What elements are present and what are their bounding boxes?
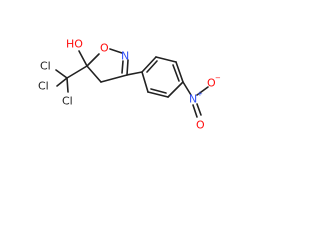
bond-c3-aryl <box>126 71 143 76</box>
bond-ar3-ar4 <box>175 61 184 83</box>
nitro-nitrogen-charge: + <box>197 90 203 98</box>
bond-ar3-ar4-inner <box>172 64 180 82</box>
bond-o1-n2 <box>109 48 123 54</box>
structure-diagram: O N HO Cl Cl Cl N + O − O <box>0 0 234 142</box>
nitro-oxygen-single-label: O <box>207 77 216 90</box>
bond-n2-c3-double <box>121 60 124 74</box>
nitro-nitrogen-label: N <box>189 93 197 106</box>
ring-oxygen-label: O <box>100 42 109 55</box>
bond-c5-oh <box>78 50 88 67</box>
bond-n-o-double-a <box>192 104 198 118</box>
chlorine-label-3: Cl <box>62 95 73 108</box>
bond-ar1-ar2-inner <box>146 60 158 73</box>
molecule-drawing: O N HO Cl Cl Cl N + O − O <box>38 38 221 132</box>
bond-ar1-ar2 <box>141 56 157 73</box>
hydroxyl-label: HO <box>66 38 83 51</box>
bond-c5-o1 <box>86 53 100 67</box>
bond-c5-ccl3 <box>66 65 88 79</box>
bond-ar4-ar5 <box>167 81 184 98</box>
bonds <box>55 48 209 118</box>
chlorine-label-2: Cl <box>38 80 49 93</box>
ring-nitrogen-label: N <box>121 50 129 63</box>
bond-n-o-double-b <box>196 103 202 116</box>
bond-ar6-ar1 <box>141 71 149 93</box>
bond-c3-c4 <box>100 74 128 83</box>
bond-n-o-single <box>196 86 209 96</box>
bond-c-cl3 <box>66 77 69 93</box>
bond-ar-nitro <box>182 81 192 96</box>
bond-c-cl2 <box>56 77 68 87</box>
bond-ar2-ar3 <box>155 56 177 63</box>
nitro-oxygen-double-label: O <box>196 119 205 132</box>
bond-ar5-ar6-inner <box>150 88 167 94</box>
chlorine-label-1: Cl <box>40 60 51 73</box>
bond-c4-c5 <box>86 65 102 83</box>
bond-ar5-ar6 <box>147 91 169 98</box>
atom-labels: O N HO Cl Cl Cl N + O − O <box>38 38 221 132</box>
nitro-oxygen-charge: − <box>215 74 221 82</box>
bond-n2-c3 <box>126 59 129 76</box>
bond-c-cl1 <box>55 69 68 79</box>
